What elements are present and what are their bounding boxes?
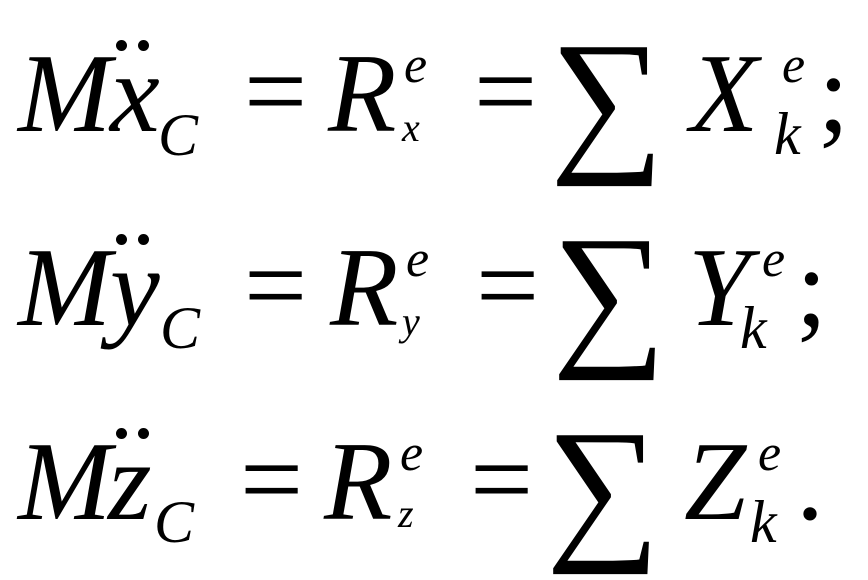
force-symbol: R bbox=[328, 32, 397, 156]
force-symbol: R bbox=[324, 420, 393, 544]
force-symbol: R bbox=[330, 226, 399, 350]
component-superscript: e bbox=[782, 37, 806, 94]
equals-sign: = bbox=[470, 418, 534, 542]
terminator: . bbox=[796, 420, 824, 544]
double-dot-left bbox=[116, 234, 127, 245]
summation-symbol: ∑ bbox=[550, 9, 665, 187]
force-subscript: z bbox=[398, 491, 414, 536]
coordinate-subscript: C bbox=[158, 102, 199, 168]
coordinate-symbol: x bbox=[110, 32, 160, 156]
mass-symbol: M bbox=[18, 420, 112, 544]
equals-sign: = bbox=[240, 418, 304, 542]
coordinate-subscript: C bbox=[160, 295, 201, 361]
component-superscript: e bbox=[758, 425, 782, 482]
coordinate-symbol: z bbox=[108, 420, 152, 544]
mass-symbol: M bbox=[18, 226, 112, 350]
summation-symbol: ∑ bbox=[552, 203, 667, 381]
coordinate-symbol: y bbox=[110, 226, 160, 350]
double-dot-right bbox=[138, 428, 149, 439]
force-superscript: e bbox=[406, 231, 430, 288]
equation-z: M z C = R e z = ∑ Z e k . bbox=[0, 388, 868, 580]
component-superscript: e bbox=[762, 231, 786, 288]
component-subscript: k bbox=[774, 101, 801, 167]
equation-x: M x C = R e x = ∑ X e k ; bbox=[0, 0, 868, 192]
equals-sign: = bbox=[244, 30, 308, 154]
double-dot-right bbox=[138, 234, 149, 245]
force-superscript: e bbox=[404, 37, 428, 94]
component-symbol: Z bbox=[684, 420, 747, 544]
terminator: ; bbox=[818, 32, 850, 156]
double-dot-right bbox=[138, 40, 149, 51]
force-subscript: x bbox=[402, 105, 420, 150]
force-superscript: e bbox=[400, 425, 424, 482]
summation-symbol: ∑ bbox=[546, 397, 661, 575]
component-subscript: k bbox=[740, 295, 767, 361]
double-dot-left bbox=[116, 40, 127, 51]
component-symbol: X bbox=[690, 32, 759, 156]
equation-y: M y C = R e y = ∑ Y e k ; bbox=[0, 194, 868, 386]
coordinate-subscript: C bbox=[154, 489, 195, 555]
force-subscript: y bbox=[402, 299, 420, 344]
equals-sign: = bbox=[244, 224, 308, 348]
equals-sign: = bbox=[474, 30, 538, 154]
equals-sign: = bbox=[476, 224, 540, 348]
component-symbol: Y bbox=[688, 226, 751, 350]
double-dot-left bbox=[116, 428, 127, 439]
terminator: ; bbox=[796, 226, 828, 350]
component-subscript: k bbox=[750, 489, 777, 555]
mass-symbol: M bbox=[18, 32, 112, 156]
